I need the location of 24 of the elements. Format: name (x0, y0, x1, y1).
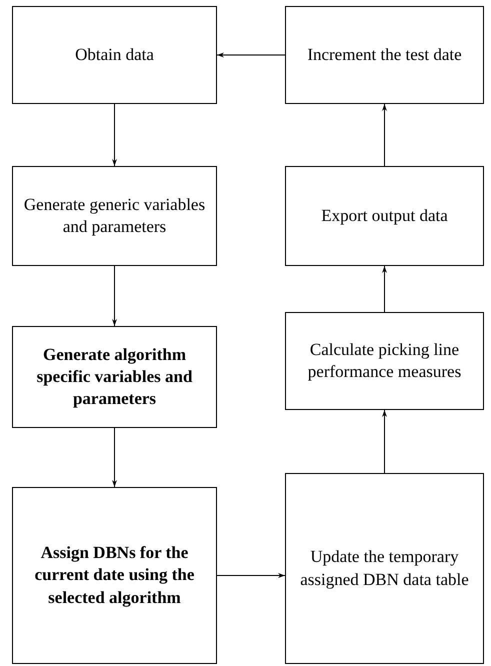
process-box (285, 473, 484, 664)
process-box (285, 312, 484, 410)
step-text: Export output data (321, 204, 448, 227)
arrow (112, 266, 117, 326)
arrow (112, 428, 117, 488)
arrow (382, 410, 387, 474)
step-text: Update the temporary assigned DBN data table (299, 546, 470, 591)
arrow (382, 104, 387, 166)
process-box (12, 487, 217, 664)
step-text: Generate generic variables and parameters (22, 194, 206, 238)
step-text: Calculate picking line performance measures (306, 338, 462, 383)
step-text: Generate algorithm specific variables and parameters (36, 344, 194, 410)
arrow (112, 104, 117, 166)
step-text: Increment the test date (307, 44, 462, 66)
process-box (12, 326, 217, 428)
process-box (12, 6, 217, 104)
arrow (216, 573, 286, 578)
arrow (216, 52, 286, 58)
arrow (382, 266, 387, 312)
process-box (12, 166, 217, 266)
process-box (285, 6, 484, 104)
step-text: Assign DBNs for the current date using the selected algorithm (34, 542, 196, 609)
process-box (285, 166, 484, 266)
step-text: Obtain data (75, 44, 154, 66)
